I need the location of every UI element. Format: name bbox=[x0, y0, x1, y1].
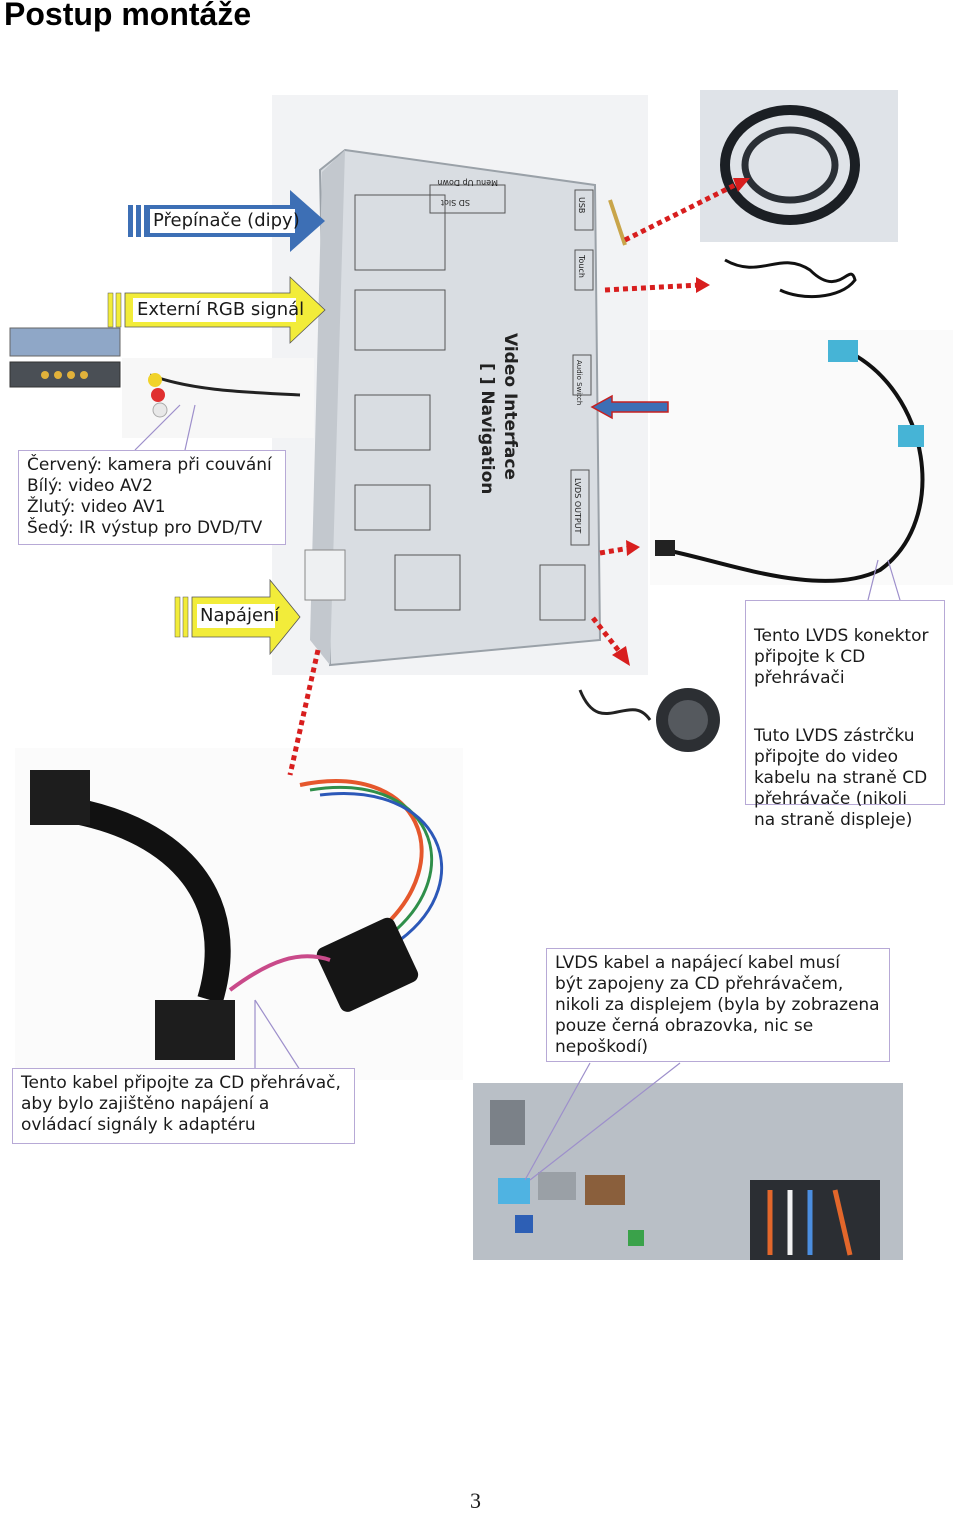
lvds-power-callout: LVDS kabel a napájecí kabel musí být zap… bbox=[546, 948, 890, 1062]
device-title-line2: [ ] Navigation bbox=[477, 363, 497, 494]
red-dotted-arrows bbox=[287, 182, 737, 776]
port-lvds-label: LVDS OUTPUT bbox=[573, 478, 582, 534]
page-title: Postup montáže bbox=[4, 0, 252, 32]
rca-cable-photo bbox=[122, 358, 314, 438]
dip-switches-arrow bbox=[128, 190, 325, 252]
device-title-line1: Video Interface bbox=[500, 333, 520, 480]
rgb-signal-arrow bbox=[107, 276, 326, 344]
lvds-cable-photo bbox=[650, 330, 953, 585]
power-arrow bbox=[174, 578, 301, 656]
port-sd-label: SD Slot bbox=[441, 198, 470, 207]
device-labels: Video Interface [ ] Navigation USB Touch… bbox=[437, 178, 586, 534]
audio-switch-arrow bbox=[590, 394, 669, 420]
gps-antenna-photo bbox=[700, 90, 898, 242]
cd-player-rear-photo bbox=[473, 1083, 903, 1260]
lvds-callout-box: Tento LVDS konektor připojte k CD přehrá… bbox=[745, 600, 945, 830]
adapter-box-photo bbox=[272, 95, 648, 675]
port-touch-label: Touch bbox=[577, 254, 586, 278]
lvds-connector-note: Tento LVDS konektor připojte k CD přehrá… bbox=[754, 626, 929, 688]
wiring-harness-photo bbox=[15, 748, 463, 1080]
callout-pointers bbox=[134, 404, 901, 1181]
power-label: Napájení bbox=[200, 605, 280, 626]
rca-cables-callout: Červený: kamera při couvání Bílý: video … bbox=[18, 450, 286, 545]
menu-keys-label: Menu Up Down bbox=[437, 178, 498, 187]
power-cable-callout: Tento kabel připojte za CD přehrávač, ab… bbox=[12, 1068, 355, 1144]
dvd-device-photo bbox=[9, 327, 121, 388]
rgb-signal-label: Externí RGB signál bbox=[137, 299, 305, 320]
lvds-plug-note: Tuto LVDS zástrčku připojte do video kab… bbox=[754, 726, 928, 830]
dip-switches-label: Přepínače (dipy) bbox=[153, 210, 300, 231]
page-number: 3 bbox=[470, 1488, 481, 1513]
touch-cable-photo bbox=[724, 258, 857, 299]
speaker-photo bbox=[578, 688, 720, 752]
port-audio-label: Audio Switch bbox=[575, 360, 583, 405]
port-usb-label: USB bbox=[577, 197, 586, 213]
